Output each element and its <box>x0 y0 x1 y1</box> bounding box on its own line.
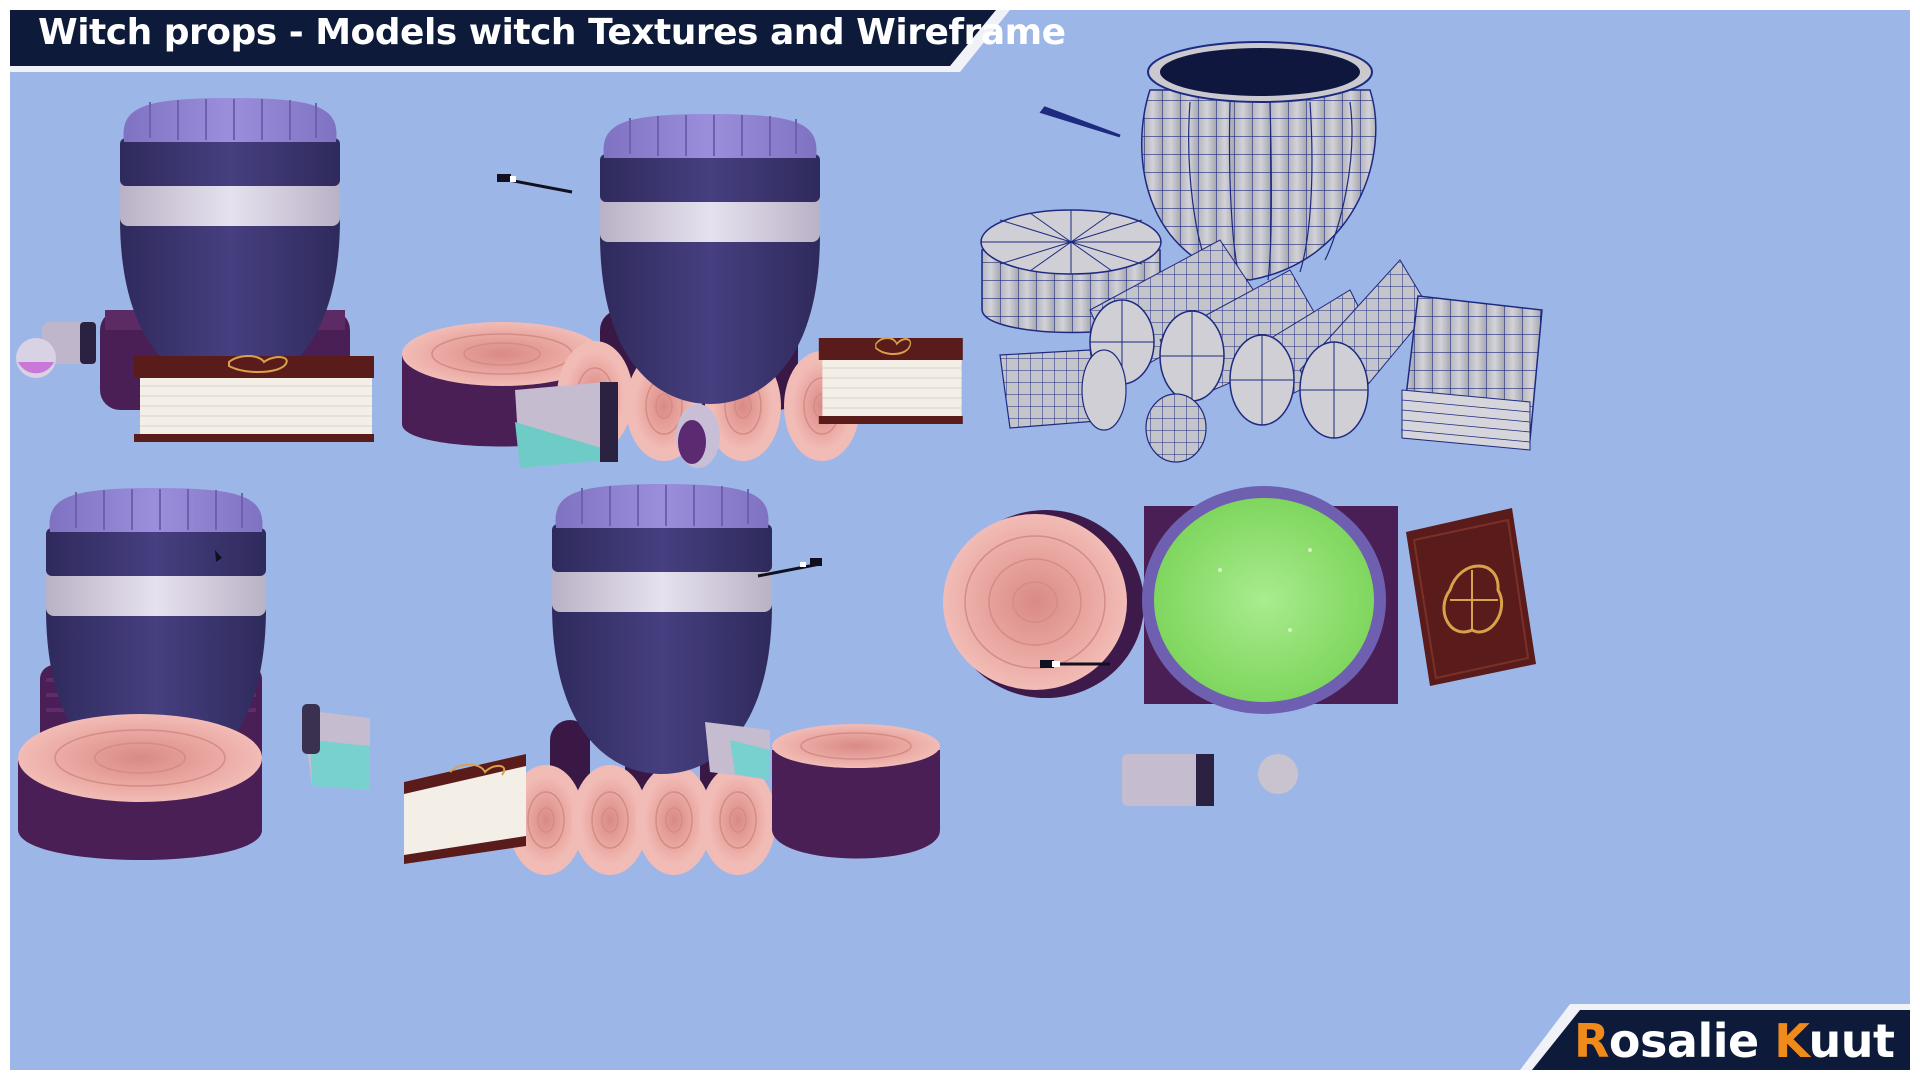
wand-icon <box>1040 660 1110 668</box>
stump-icon <box>943 510 1144 698</box>
potion-icon <box>705 722 770 780</box>
potion-icon <box>1122 754 1298 806</box>
cauldron-icon <box>1142 486 1386 714</box>
potion-icon <box>515 382 720 468</box>
scene-render <box>16 41 1543 876</box>
wand-icon <box>1039 106 1121 138</box>
potion-icon <box>999 349 1207 463</box>
viewport-canvas <box>10 10 1910 1070</box>
stump-icon <box>18 714 262 860</box>
author-first-rest: osalie <box>1608 1014 1775 1068</box>
scene-back-view <box>404 483 940 876</box>
book-icon <box>1401 295 1543 451</box>
scene-wireframe-view <box>980 41 1543 463</box>
stump-icon <box>772 724 940 859</box>
cauldron-icon <box>119 97 341 389</box>
potion-icon <box>302 704 370 790</box>
scene-side-view <box>18 487 370 860</box>
log-icon <box>1089 239 1431 439</box>
potion-icon <box>16 322 96 378</box>
author-last-rest: uut <box>1808 1014 1896 1068</box>
book-icon <box>404 754 526 864</box>
book-icon <box>817 337 964 425</box>
wand-icon <box>497 174 573 194</box>
book-icon <box>133 355 375 443</box>
author-first-initial: R <box>1574 1014 1609 1068</box>
cauldron-icon <box>599 113 821 405</box>
author-name: Rosalie Kuut <box>1574 1014 1895 1068</box>
author-last-initial: K <box>1774 1014 1809 1068</box>
wand-icon <box>215 550 222 562</box>
cauldron-icon <box>1141 41 1377 281</box>
scene-front-view <box>16 97 375 443</box>
scene-perspective-view <box>401 113 964 468</box>
book-icon <box>1406 508 1536 686</box>
wand-icon <box>757 558 822 578</box>
page-title: Witch props - Models witch Textures and … <box>38 12 1066 53</box>
scene-top-view <box>943 486 1536 806</box>
